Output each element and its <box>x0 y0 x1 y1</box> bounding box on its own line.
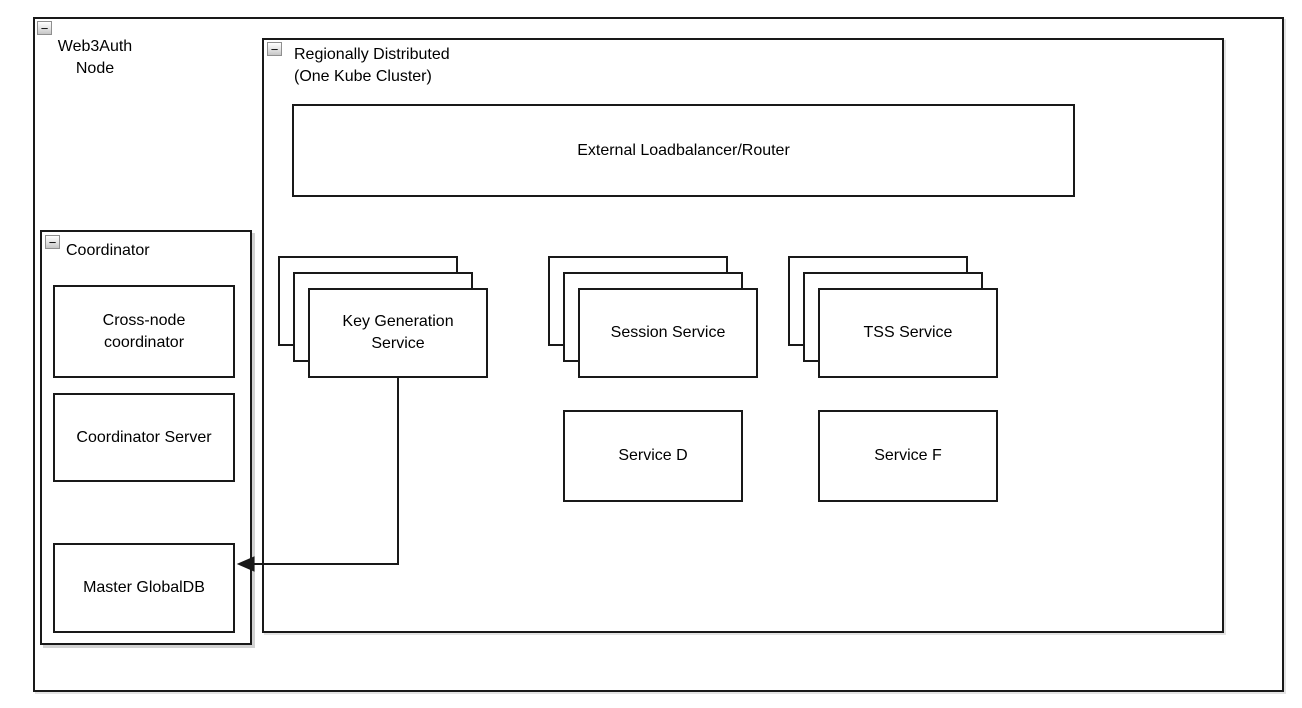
node-master-globaldb[interactable]: Master GlobalDB <box>53 543 235 633</box>
collapse-icon[interactable]: − <box>267 42 282 56</box>
node-tss-service[interactable]: TSS Service <box>818 288 998 378</box>
node-service-f[interactable]: Service F <box>818 410 998 502</box>
node-session-service[interactable]: Session Service <box>578 288 758 378</box>
group-regionally-distributed-label: Regionally Distributed (One Kube Cluster… <box>294 46 450 85</box>
group-coordinator-label: Coordinator <box>66 242 150 259</box>
connector-keygen-to-masterglobaldb[interactable] <box>253 378 399 565</box>
collapse-icon[interactable]: − <box>37 21 52 35</box>
group-web3auth-node-label: Web3Auth Node <box>57 38 133 77</box>
node-service-d[interactable]: Service D <box>563 410 743 502</box>
node-external-loadbalancer[interactable]: External Loadbalancer/Router <box>292 104 1075 197</box>
node-coordinator-server[interactable]: Coordinator Server <box>53 393 235 482</box>
arrowhead-icon <box>236 556 255 572</box>
node-key-generation-service[interactable]: Key Generation Service <box>308 288 488 378</box>
collapse-icon[interactable]: − <box>45 235 60 249</box>
node-cross-node-coordinator[interactable]: Cross-node coordinator <box>53 285 235 378</box>
